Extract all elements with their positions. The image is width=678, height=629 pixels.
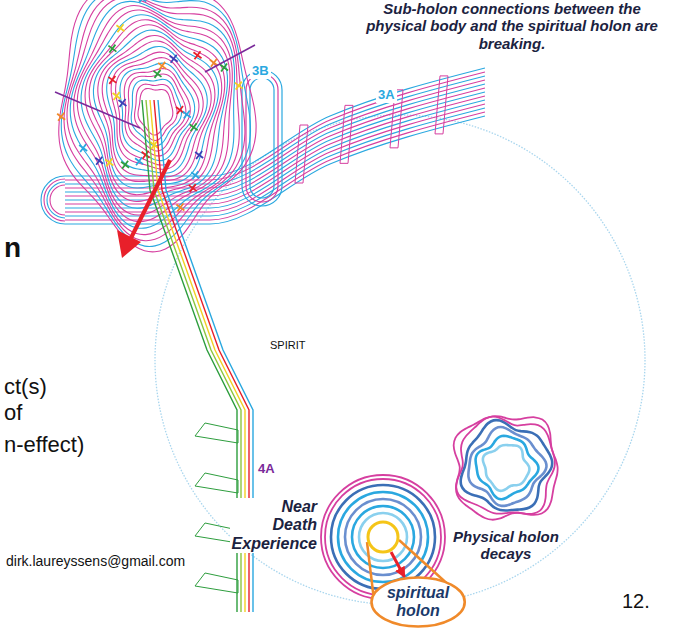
band-line [65,96,485,204]
connection-tick [113,92,121,100]
band-end [44,179,65,221]
stem-rung [195,473,238,493]
connection-tick [189,184,197,192]
part-number: 3A [376,88,397,103]
author-email: dirk.laureyssens@gmail.com [4,553,187,569]
connector-arrow [391,552,404,577]
page-number: 12. [620,590,652,613]
physical-holon: Physical holon decays [450,412,562,522]
decay-ring [456,417,555,514]
stem-rung [195,423,238,443]
node-label: Physical holon decays [453,528,559,563]
connection-tick [105,158,113,166]
cut-heading: n [2,232,23,264]
stem-rung [195,573,238,593]
band-line [65,112,485,220]
connection-tick [195,151,203,159]
connection-tick [138,0,146,3]
connection-tick [142,151,150,159]
zoom-line [367,542,374,600]
holon-ring [331,485,435,589]
band-rung [295,125,308,183]
circle-outline [366,520,400,554]
band-line [65,68,485,176]
connection-tick [220,63,228,71]
contour-line [135,84,178,140]
part-number: 4A [256,462,277,477]
connection-tick [176,106,184,114]
node-label: spiritual holon [387,584,449,620]
band-end [41,176,65,224]
cut-text: of [2,400,24,425]
connection-tick [108,76,116,84]
holon-ring [338,492,428,582]
loop-3b [250,78,274,198]
connection-tick [176,203,184,211]
connection-tick [95,157,103,165]
connection-tick [193,51,201,59]
connection-tick [116,24,124,32]
connection-tick [121,161,129,169]
connection-tick [118,99,126,107]
connection-tick [235,82,243,90]
contour-line [107,47,208,174]
contour-line [131,79,181,146]
connection-tick [190,123,198,131]
band-end [50,185,65,215]
callout-note: Sub-holon connections between the physic… [358,0,666,52]
holon-ring [352,506,414,568]
connection-tick [108,45,116,53]
band-rung [435,76,448,134]
contour-line [59,0,256,252]
cut-text: n-effect) [2,432,86,457]
band-line [65,116,485,224]
circle-outline [368,522,398,552]
decay-ring [483,445,530,491]
pointer-line [205,45,255,72]
holon-ring [359,513,407,561]
decay-ring [468,427,546,506]
holon-ring [345,499,421,575]
spiritual-holon-ellipse: spiritual holon [370,576,466,628]
inner-holon-circle: Near Death Experience [366,520,400,554]
connection-tick [153,70,161,78]
band-line [65,72,485,180]
ellipse-outline [371,578,464,627]
decay-ring [454,416,558,520]
connection-tick [57,113,65,121]
connection-tick [79,144,87,152]
connection-tick [158,62,166,70]
direction-arrowhead [117,230,141,258]
node-label: Near Death Experience [230,498,319,553]
band-line [65,92,485,200]
connection-tick [183,111,191,119]
connection-tick [170,55,178,63]
cut-text: ct(s) [2,374,49,399]
connection-tick [191,171,199,179]
decay-ring [461,420,552,510]
band-rung [340,105,353,163]
pointer-line [55,92,140,128]
contour-line [111,52,203,169]
band-end [47,182,65,218]
decaying-rings [450,412,562,522]
connection-tick [135,157,143,165]
band-line [65,84,485,192]
loop-3b [242,70,282,206]
direction-arrow [130,160,170,240]
contour-line [81,15,227,209]
part-number: 3B [250,64,271,79]
region-name: SPIRIT [268,339,307,352]
